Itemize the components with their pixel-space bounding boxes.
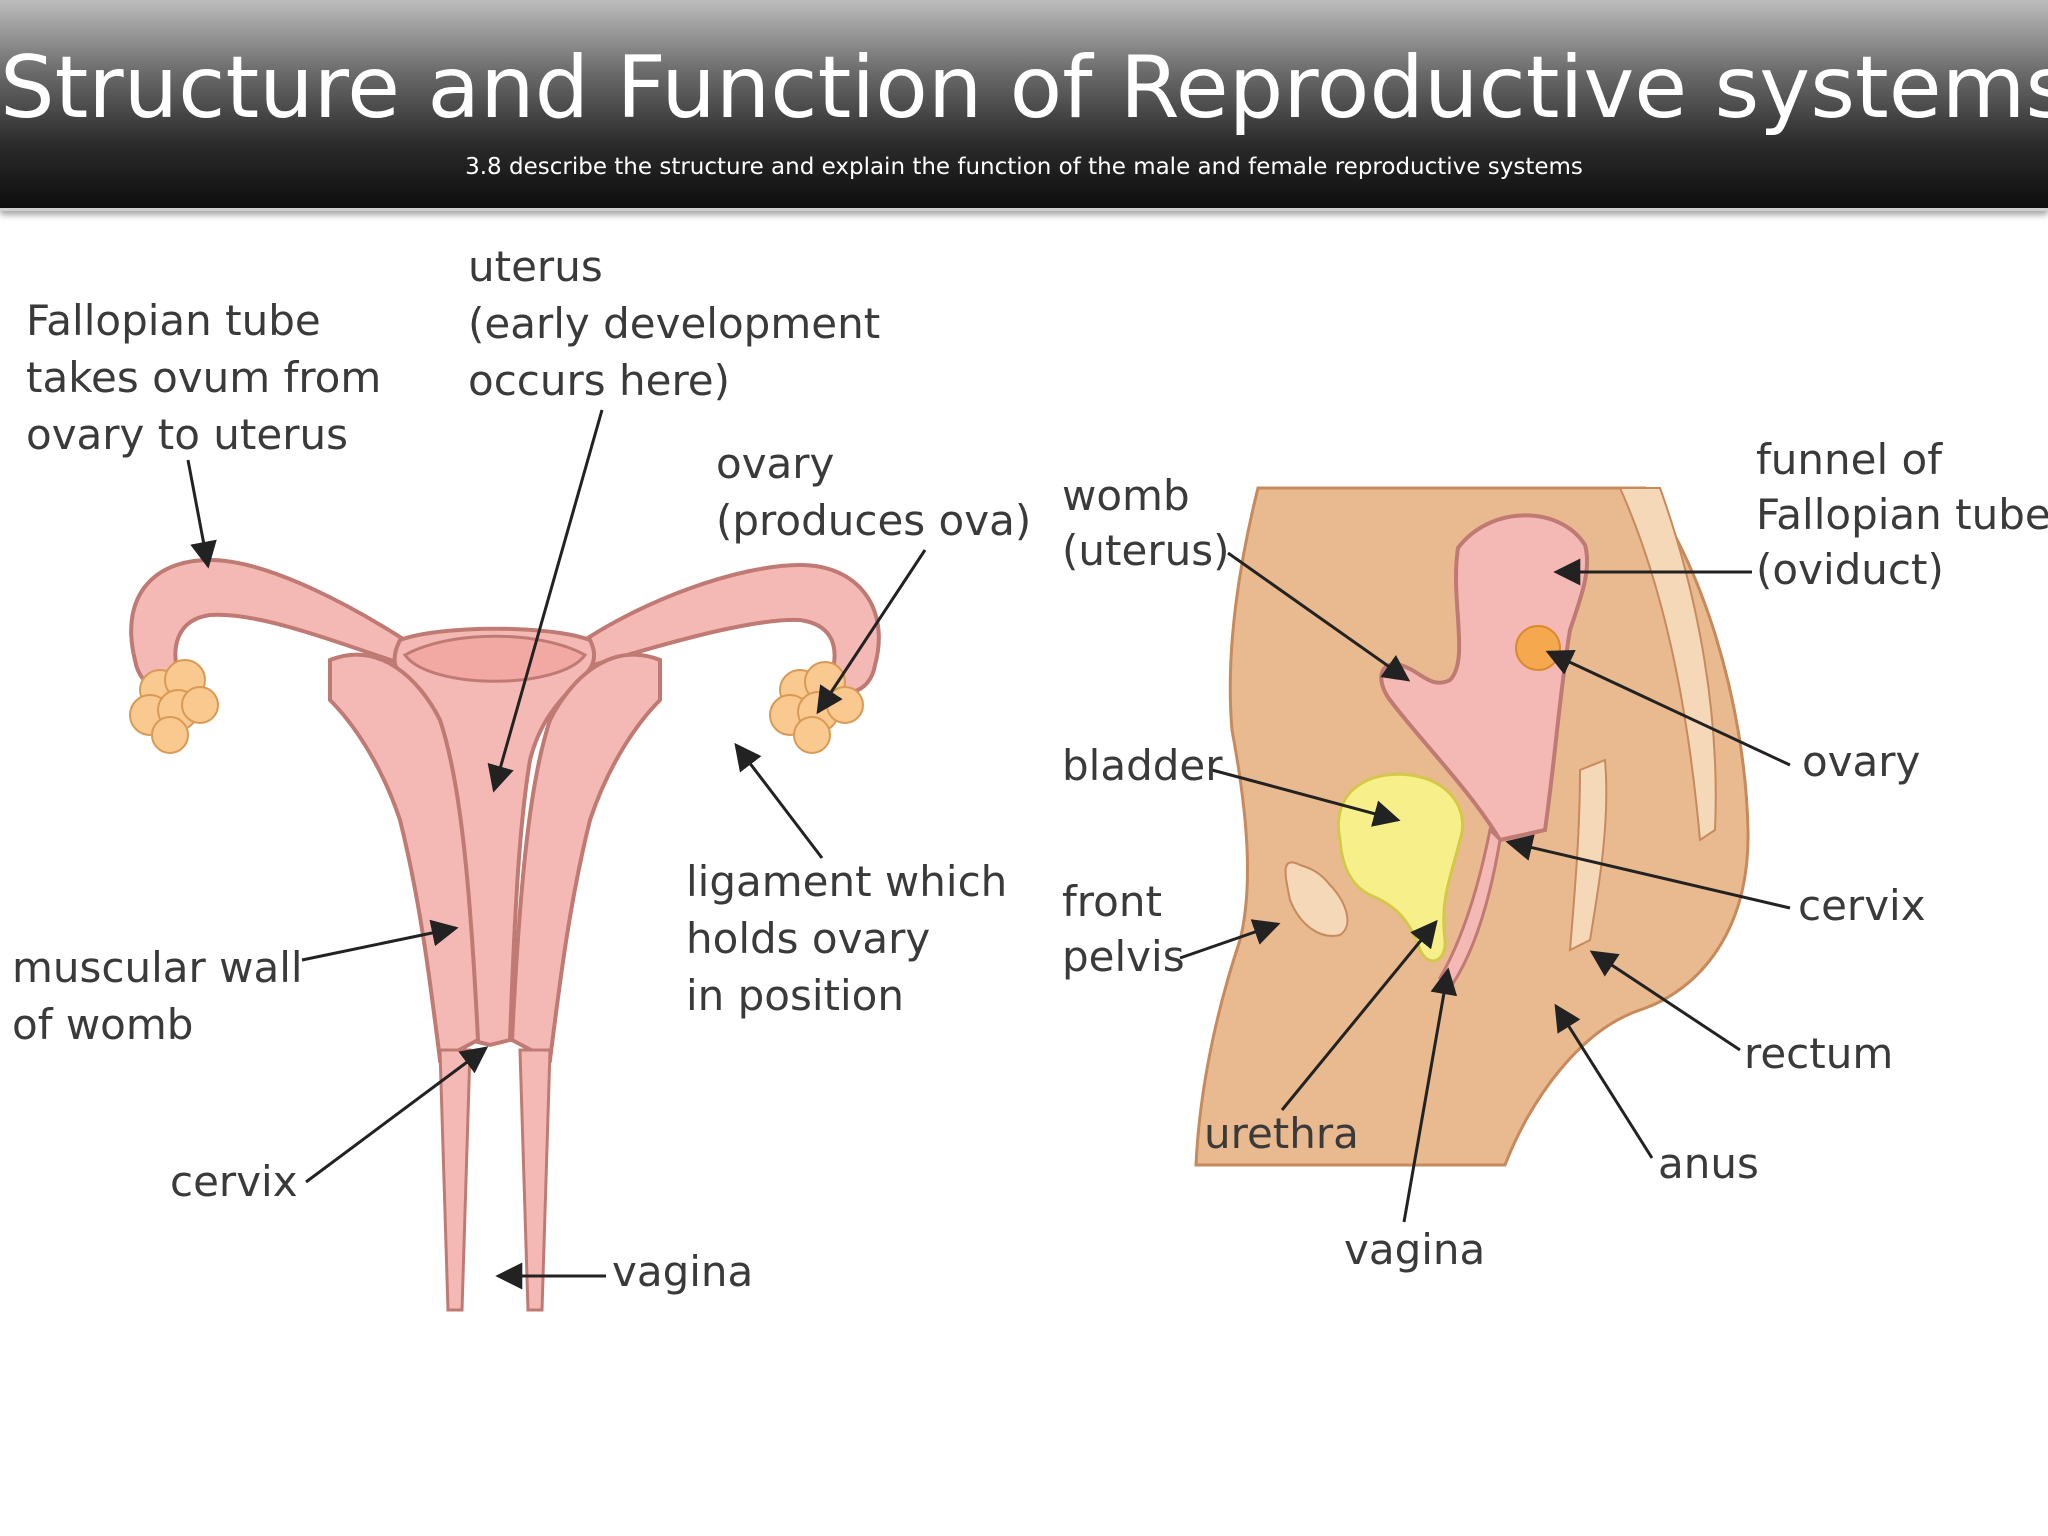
rectum-side xyxy=(1568,758,1608,952)
leader-vagina-side xyxy=(1402,967,1458,1223)
uterus-fundus xyxy=(402,634,588,683)
slide-title: Structure and Function of Reproductive s… xyxy=(0,38,2048,138)
leader-rectum xyxy=(1589,950,1741,1052)
front-pelvis-bone xyxy=(1284,861,1349,937)
label-rectum: rectum xyxy=(1744,1029,1893,1078)
leader-muscular-wall xyxy=(301,919,459,962)
label-vagina-side: vagina xyxy=(1344,1225,1485,1274)
leader-front-pelvis xyxy=(1179,919,1281,960)
bladder xyxy=(1337,772,1465,963)
title-bar: Structure and Function of Reproductive s… xyxy=(0,0,2048,211)
label-bladder: bladder xyxy=(1062,741,1223,790)
uterine-wall-left xyxy=(328,652,481,1064)
label-cervix-front: cervix xyxy=(170,1157,298,1206)
label-ovary-front: ovary (produces ova) xyxy=(716,439,1031,545)
front-view-diagram: Fallopian tube takes ovum from ovary to … xyxy=(12,242,1031,1312)
leader-anus xyxy=(1554,1003,1654,1159)
leader-fallopian xyxy=(186,459,217,569)
side-view-diagram: funnel of Fallopian tube (oviduct) womb … xyxy=(1062,435,2048,1274)
label-vagina-front: vagina xyxy=(612,1247,753,1296)
uterine-wall-right xyxy=(509,652,662,1064)
ovary-left xyxy=(129,659,219,754)
leader-uterus xyxy=(487,409,604,793)
label-womb: womb (uterus) xyxy=(1062,471,1229,575)
leader-ovary-front xyxy=(816,549,927,715)
leader-womb xyxy=(1227,551,1411,682)
label-urethra: urethra xyxy=(1204,1109,1359,1158)
leader-cervix-front xyxy=(305,1046,489,1184)
label-ligament: ligament which holds ovary in position xyxy=(686,857,1021,1020)
slide-subtitle: 3.8 describe the structure and explain t… xyxy=(465,154,1583,180)
label-fallopian-tube: Fallopian tube takes ovum from ovary to … xyxy=(26,296,395,459)
back-strip xyxy=(1618,487,1717,842)
leader-urethra xyxy=(1280,919,1438,1111)
label-cervix-side: cervix xyxy=(1798,881,1926,930)
label-uterus: uterus (early development occurs here) xyxy=(468,242,894,405)
leader-bladder xyxy=(1211,768,1401,827)
ovary-side xyxy=(1515,625,1561,671)
vagina-front xyxy=(438,1048,552,1312)
body-silhouette xyxy=(1194,486,1750,1167)
label-ovary-side: ovary xyxy=(1802,737,1920,786)
label-muscular-wall: muscular wall of womb xyxy=(12,943,316,1049)
label-funnel: funnel of Fallopian tube (oviduct) xyxy=(1756,435,2048,594)
leader-cervix-side xyxy=(1505,834,1791,910)
leader-ligament xyxy=(734,742,824,859)
uterus-side xyxy=(1379,513,1590,843)
fallopian-tube-right xyxy=(568,562,881,694)
leader-ovary-side xyxy=(1545,650,1791,767)
label-anus: anus xyxy=(1658,1139,1759,1188)
label-front-pelvis: front pelvis xyxy=(1062,877,1185,981)
